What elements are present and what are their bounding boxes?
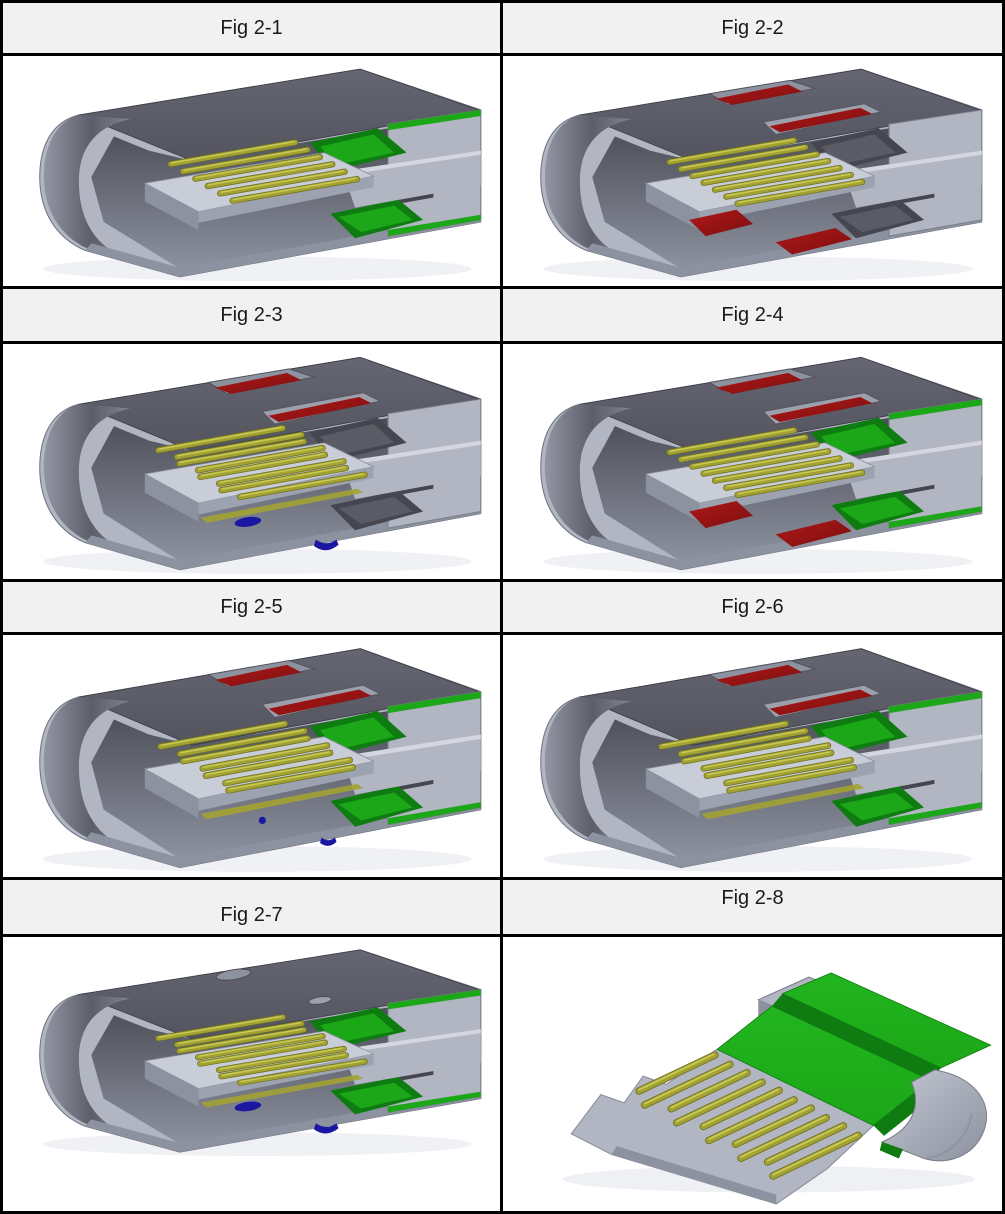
fig-2-4-label: Fig 2-4 [721,303,784,326]
fig-2-7-rendering [38,949,481,1157]
fig-2-6-image-cell [503,635,1002,877]
fig-2-5-label-cell: Fig 2-5 [3,582,500,632]
fig-2-2-rendering [539,68,982,281]
shell-openings [688,79,882,255]
fig-2-6-rendering [539,648,982,872]
fig-2-3-rendering [38,356,481,574]
contact-tongue [143,139,375,231]
fig-2-4-rendering [539,356,982,574]
fig-2-4-image-cell [503,344,1002,579]
fig-2-1-label: Fig 2-1 [220,16,283,39]
contact-tongue [644,720,876,820]
fig-2-2-image-cell [503,56,1002,286]
shell-openings [707,659,882,718]
fig-2-8-rendering [562,972,992,1205]
fig-2-7-label-cell: Fig 2-7 [3,880,500,934]
wafer-body [569,972,992,1205]
fig-2-5-rendering [38,648,481,872]
fig-2-1-rendering [38,68,481,281]
fig-2-4-label-cell: Fig 2-4 [503,289,1002,341]
fig-2-1-image-cell [3,56,500,286]
cross-section [309,988,481,1115]
fig-2-8-label-cell: Fig 2-8 [503,880,1002,934]
end-cap [879,1069,987,1162]
shell-openings [206,659,381,846]
cross-section [810,109,982,239]
contact-tongue [644,137,876,231]
contact-tongue [143,720,375,820]
gold-pins [167,139,360,204]
fig-2-6-label: Fig 2-6 [721,595,784,618]
fig-2-7-image-cell [3,937,500,1211]
gold-pins [657,720,857,794]
fig-2-5-label: Fig 2-5 [220,595,283,618]
gold-pins [666,137,865,207]
fig-2-3-label-cell: Fig 2-3 [3,289,500,341]
fig-2-8-image-cell [503,937,1002,1211]
cross-section [309,398,481,531]
contact-tongue [143,424,375,523]
fig-2-3-label: Fig 2-3 [220,303,283,326]
gold-pins [634,1051,862,1180]
contact-tongue [644,426,876,522]
fig-2-7-label: Fig 2-7 [220,904,283,926]
fig-2-6-label-cell: Fig 2-6 [503,582,1002,632]
shell-openings [688,368,882,547]
cross-section [309,691,481,827]
shell-openings [206,368,381,551]
fig-2-5-image-cell [3,635,500,877]
green-insulator [715,972,992,1136]
fig-2-2-label-cell: Fig 2-2 [503,3,1002,53]
gold-pins [154,424,368,501]
contact-tongue [143,1014,375,1108]
fig-2-1-label-cell: Fig 2-1 [3,3,500,53]
fig-2-8-label: Fig 2-8 [721,887,784,909]
fig-2-2-label: Fig 2-2 [721,16,784,39]
gold-pins [156,720,356,794]
gold-pins [666,426,865,498]
gold-pins [154,1014,368,1086]
fig-2-3-image-cell [3,344,500,579]
shell-openings [215,968,339,1134]
